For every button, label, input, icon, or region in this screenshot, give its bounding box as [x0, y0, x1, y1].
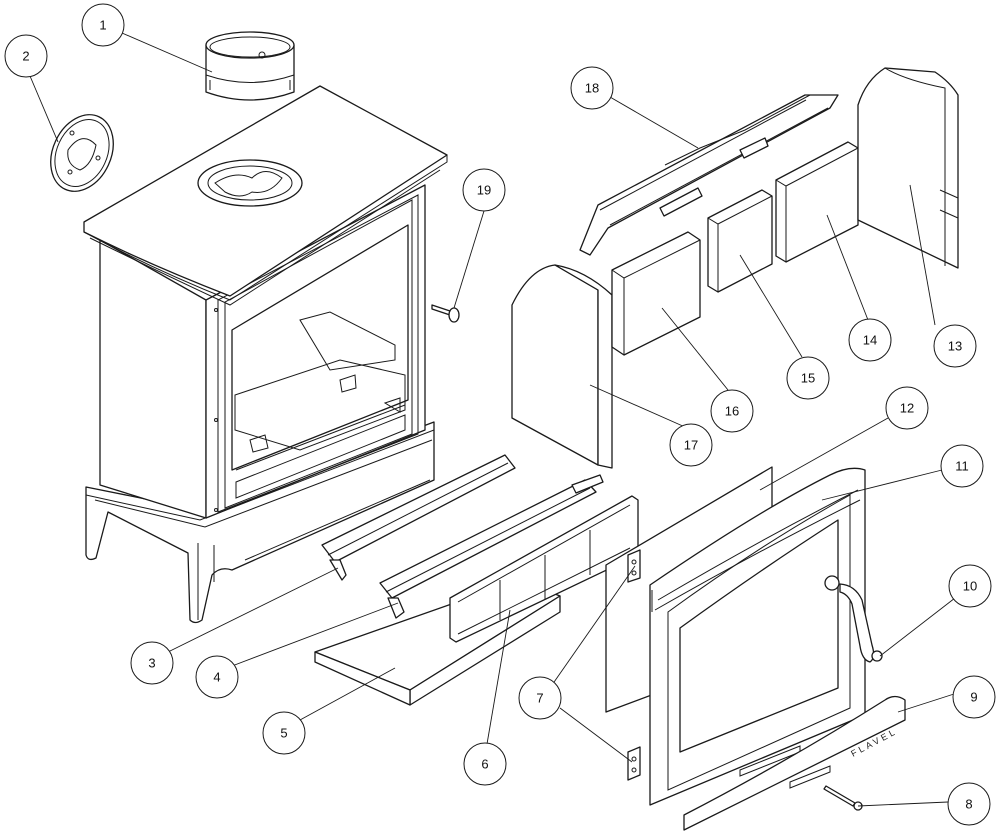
callout-5: 5 [262, 711, 306, 755]
door-frame [649, 467, 866, 806]
door-hinge-lower [627, 746, 641, 781]
svg-text:9: 9 [970, 690, 977, 705]
svg-text:8: 8 [965, 797, 972, 812]
callout-8: 8 [947, 782, 991, 826]
svg-text:15: 15 [801, 371, 815, 386]
callout-3: 3 [130, 641, 174, 685]
callout-17: 17 [669, 423, 713, 467]
callout-16: 16 [710, 389, 754, 433]
grate-front [379, 474, 604, 619]
grate-back [321, 454, 516, 581]
svg-text:19: 19 [477, 183, 491, 198]
callout-1: 1 [81, 3, 125, 47]
callout-13: 13 [933, 324, 977, 368]
door-handle [824, 575, 883, 663]
callout-14: 14 [848, 318, 892, 362]
back-brick-right [775, 141, 859, 263]
blanking-plate [50, 114, 114, 192]
svg-text:12: 12 [900, 401, 914, 416]
callout-7a: 7 [518, 676, 562, 720]
door-hinge-upper [627, 549, 641, 583]
svg-text:14: 14 [863, 333, 877, 348]
callout-9: 9 [952, 675, 996, 719]
side-brick-right [857, 67, 959, 269]
back-brick-left [611, 231, 701, 356]
stove-body [83, 85, 448, 624]
callout-2: 2 [4, 34, 48, 78]
svg-text:3: 3 [148, 656, 155, 671]
door-screw [431, 304, 460, 323]
callout-6: 6 [463, 742, 507, 786]
callout-10: 10 [948, 564, 992, 608]
side-brick-left [511, 264, 613, 469]
callout-18: 18 [570, 66, 614, 110]
baffle-plate [579, 94, 839, 256]
svg-text:17: 17 [684, 438, 698, 453]
callout-15: 15 [786, 356, 830, 400]
leader-lines [29, 32, 956, 807]
svg-text:6: 6 [481, 757, 488, 772]
svg-text:10: 10 [963, 579, 977, 594]
callout-4: 4 [195, 655, 239, 699]
svg-text:7: 7 [536, 691, 543, 706]
callouts: 1 2 3 4 5 6 7 8 9 10 11 12 13 14 15 16 1… [4, 3, 996, 826]
svg-text:2: 2 [22, 49, 29, 64]
svg-text:18: 18 [585, 81, 599, 96]
svg-text:1: 1 [99, 18, 106, 33]
svg-text:16: 16 [725, 404, 739, 419]
svg-text:4: 4 [213, 670, 220, 685]
flue-collar [205, 31, 295, 101]
callout-11: 11 [940, 444, 984, 488]
strip-pin [823, 785, 863, 811]
svg-text:5: 5 [280, 726, 287, 741]
callout-19: 19 [462, 168, 506, 212]
svg-text:13: 13 [948, 339, 962, 354]
back-brick-middle [707, 189, 773, 293]
callout-12: 12 [885, 386, 929, 430]
svg-text:11: 11 [955, 459, 969, 474]
